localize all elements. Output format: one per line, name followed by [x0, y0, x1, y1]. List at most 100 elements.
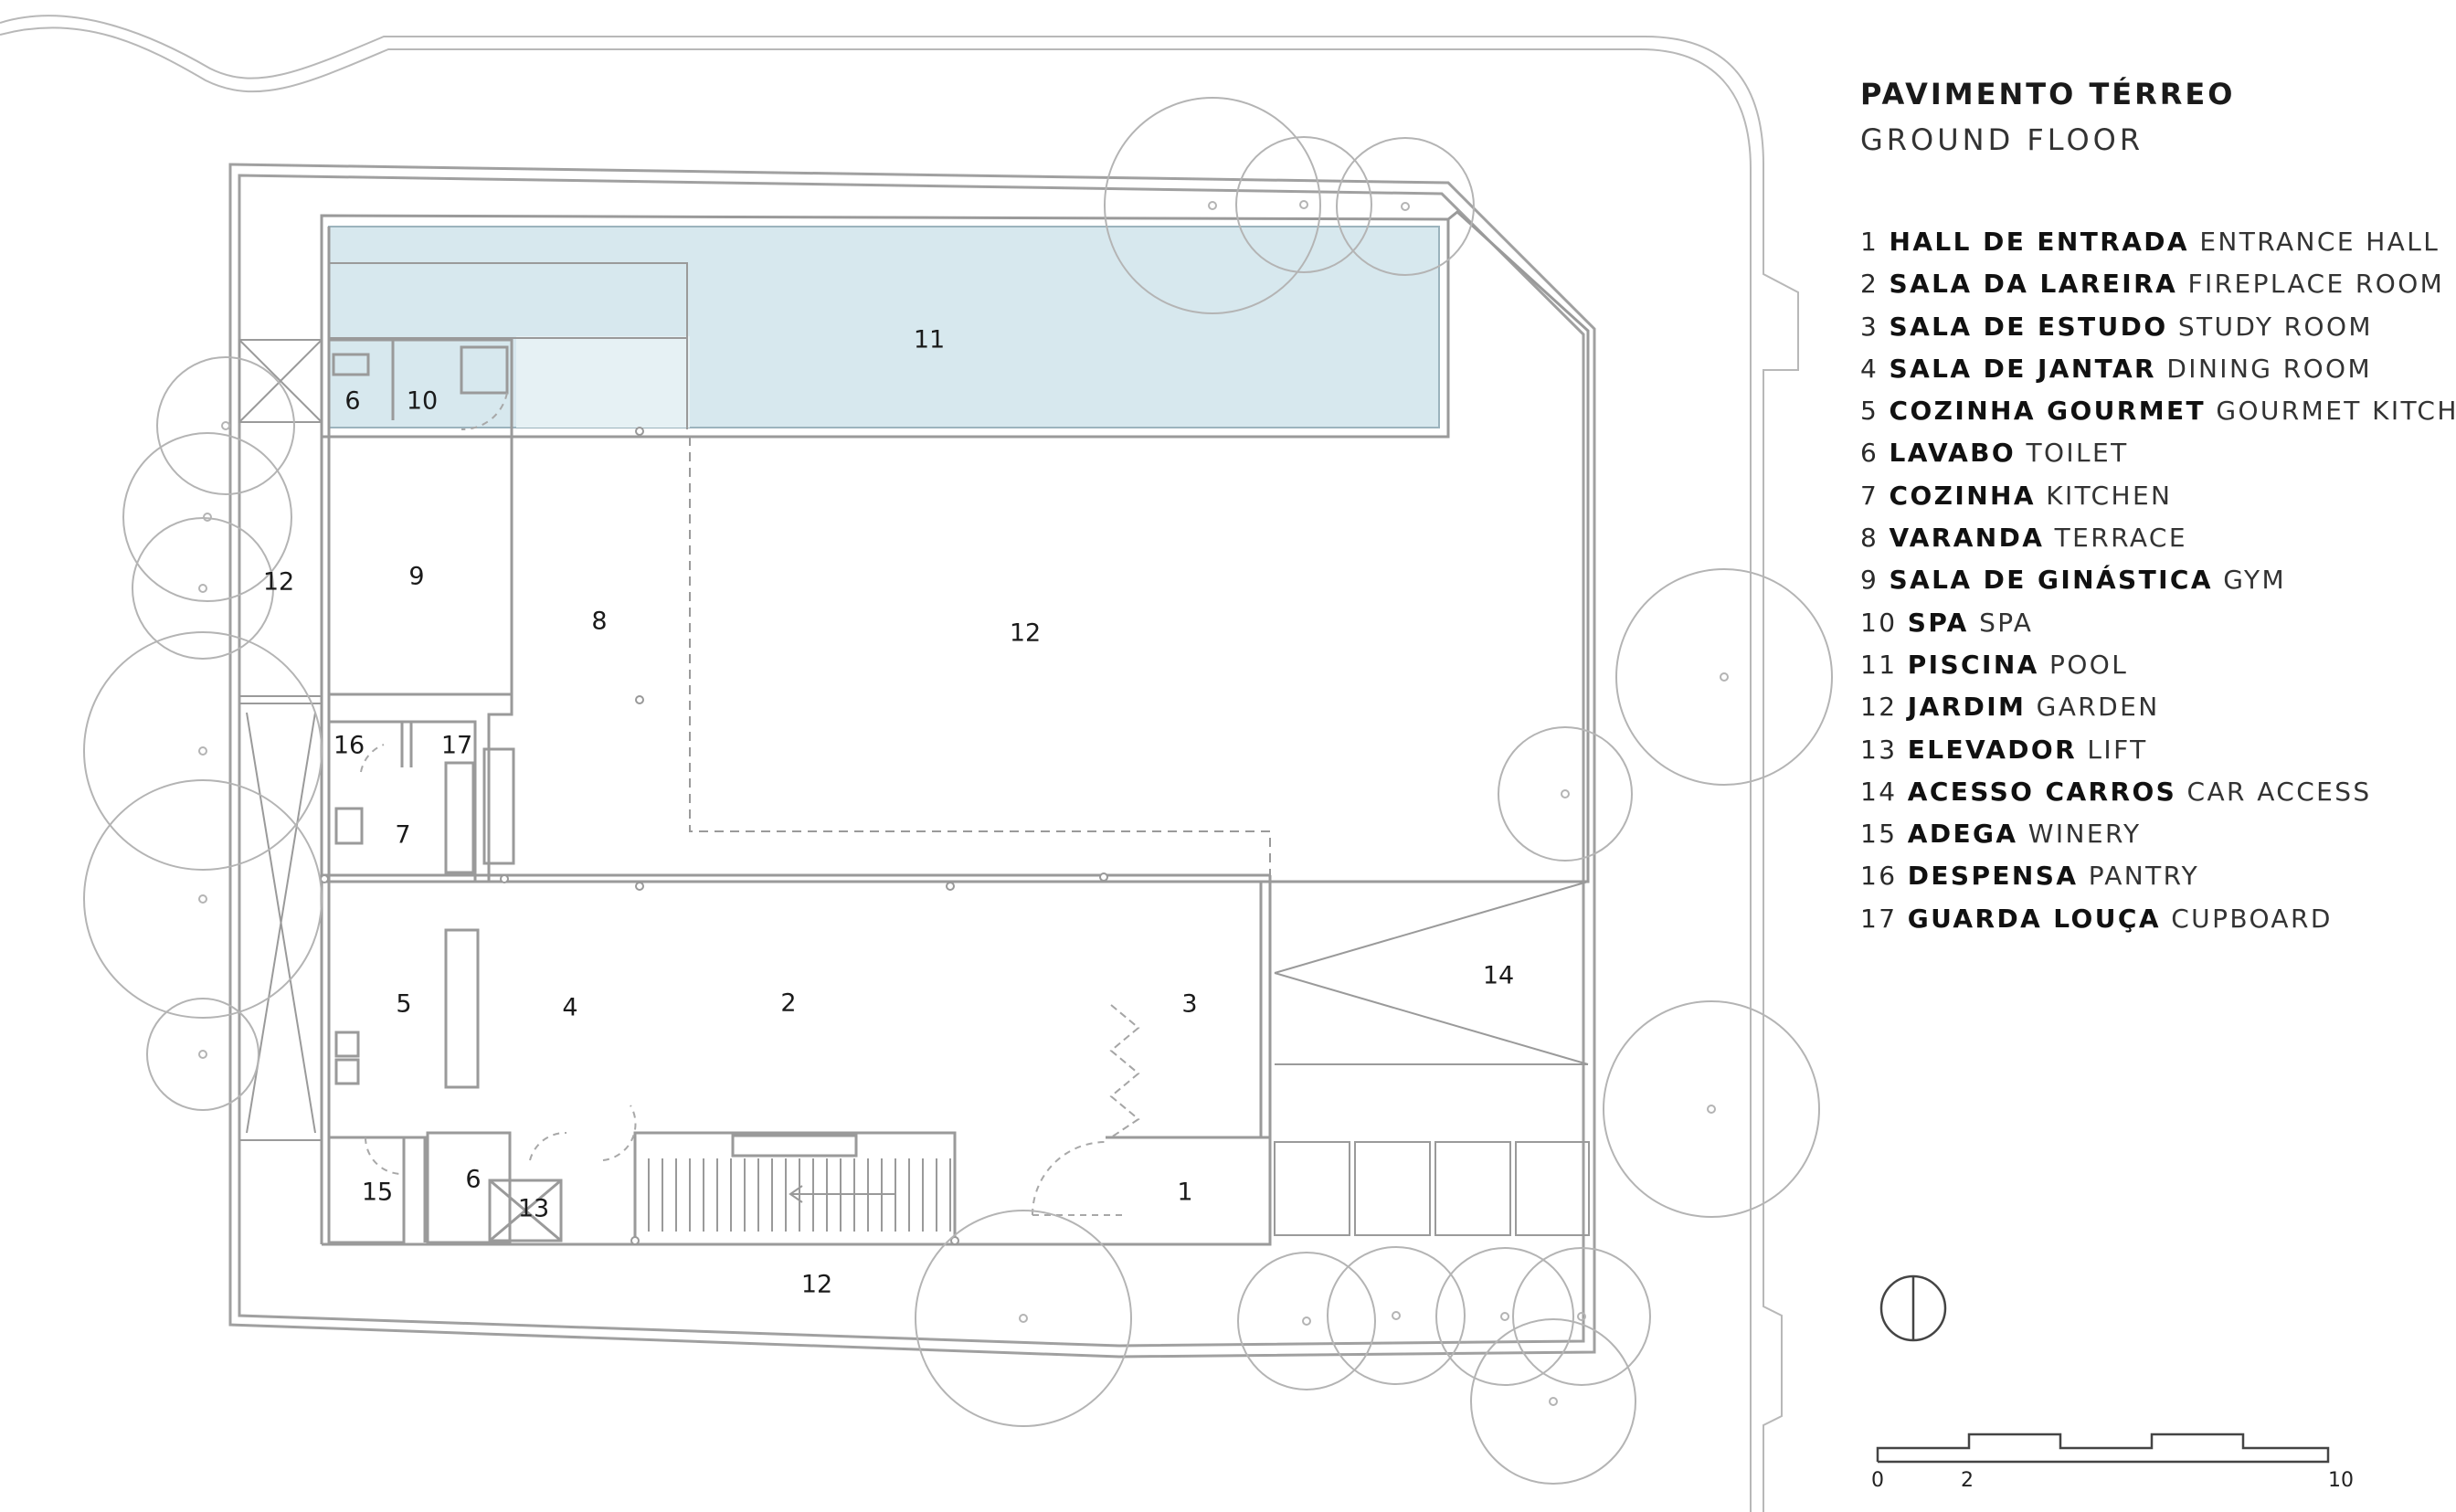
- label-wc-top: 6: [344, 387, 360, 416]
- legend-name-en: GYM: [2223, 565, 2287, 596]
- legend-name-pt: ADEGA: [1907, 819, 2018, 850]
- spa-door: [360, 392, 508, 773]
- door-swings: [365, 1105, 1122, 1216]
- legend-name-en: GARDEN: [2036, 692, 2160, 723]
- tree-canopy: [1327, 1246, 1466, 1385]
- pool: [328, 226, 1440, 428]
- legend-number: 10: [1860, 607, 1898, 638]
- legend-name-en: SPA: [1979, 607, 2034, 638]
- tree-canopy: [1336, 137, 1475, 276]
- legend-item: 13 ELEVADOR LIFT: [1860, 733, 2456, 775]
- legend-item: 1 HALL DE ENTRADA ENTRANCE HALL: [1860, 225, 2456, 267]
- trees: [83, 97, 1833, 1485]
- legend-name-pt: SPA: [1907, 607, 1969, 638]
- legend-number: 2: [1860, 269, 1879, 300]
- tree-canopy: [156, 356, 295, 495]
- legend-name-pt: DESPENSA: [1907, 861, 2079, 892]
- columns: [320, 427, 1108, 1245]
- tree-canopy: [1104, 97, 1321, 314]
- legend-number: 8: [1860, 523, 1879, 554]
- legend-name-pt: SALA DA LAREIRA: [1889, 269, 2178, 300]
- legend-item: 15 ADEGA WINERY: [1860, 817, 2456, 859]
- legend-item: 14 ACESSO CARROS CAR ACCESS: [1860, 775, 2456, 817]
- tree-trunk: [1549, 1397, 1558, 1406]
- legend-name-pt: ELEVADOR: [1907, 734, 2078, 765]
- tree-canopy: [915, 1210, 1132, 1427]
- label-garden-left: 12: [263, 568, 294, 597]
- scale-tick-2: 2: [1961, 1469, 1974, 1492]
- legend-item: 3 SALA DE ESTUDO STUDY ROOM: [1860, 310, 2456, 352]
- pool-shallow: [516, 336, 690, 428]
- label-dining: 4: [562, 994, 577, 1022]
- tree-trunk: [1302, 1316, 1311, 1326]
- column: [1099, 872, 1108, 882]
- legend-item: 4 SALA DE JANTAR DINING ROOM: [1860, 352, 2456, 394]
- tree-canopy: [132, 517, 274, 660]
- tree-canopy: [1435, 1247, 1574, 1386]
- column: [635, 695, 644, 704]
- tree-trunk: [1561, 789, 1570, 798]
- legend-name-pt: SALA DE ESTUDO: [1889, 311, 2168, 342]
- tree-trunk: [1208, 201, 1217, 210]
- tree-trunk: [198, 894, 207, 904]
- legend-name-en: LIFT: [2087, 734, 2148, 765]
- label-kitchen: 7: [395, 821, 410, 850]
- legend-name-pt: PISCINA: [1907, 649, 2039, 680]
- tree-trunk: [1392, 1311, 1401, 1320]
- tree-trunk: [221, 421, 230, 430]
- legend-name-pt: JARDIM: [1907, 692, 2027, 723]
- column: [946, 882, 955, 891]
- north-arrow: [1879, 1274, 1947, 1342]
- legend-name-en: STUDY ROOM: [2177, 311, 2373, 342]
- stair-arrow: [789, 1185, 895, 1203]
- lot-boundary: [0, 15, 1799, 1512]
- legend-number: 12: [1860, 692, 1898, 723]
- tree-canopy: [146, 998, 259, 1111]
- legend-item: 12 JARDIM GARDEN: [1860, 690, 2456, 732]
- legend-number: 16: [1860, 861, 1898, 892]
- legend-number: 13: [1860, 734, 1898, 765]
- scale-bar: [1876, 1433, 2330, 1464]
- label-winery: 15: [362, 1179, 393, 1207]
- column: [950, 1236, 959, 1245]
- tree-canopy: [1512, 1247, 1651, 1386]
- tree-trunk: [1500, 1312, 1509, 1321]
- tree-trunk: [203, 513, 212, 522]
- legend-name-en: DINING ROOM: [2166, 353, 2372, 384]
- legend-name-en: WINERY: [2027, 819, 2142, 850]
- column: [635, 427, 644, 436]
- legend-name-en: FIREPLACE ROOM: [2187, 269, 2445, 300]
- label-fireplace: 2: [780, 989, 796, 1018]
- label-cupboard: 17: [441, 732, 472, 760]
- column: [320, 874, 329, 883]
- tree-canopy: [1470, 1318, 1636, 1485]
- legend-number: 4: [1860, 353, 1879, 384]
- legend-number: 9: [1860, 565, 1879, 596]
- site-outline: [228, 163, 1596, 1359]
- label-garden-center: 12: [1010, 619, 1041, 648]
- legend-number: 15: [1860, 819, 1898, 850]
- legend-item: 6 LAVABO TOILET: [1860, 436, 2456, 478]
- tree-canopy: [122, 432, 292, 602]
- tree-canopy: [1237, 1252, 1376, 1390]
- label-wc-bottom: 6: [465, 1166, 481, 1194]
- legend-name-pt: GUARDA LOUÇA: [1907, 903, 2161, 934]
- label-lift: 13: [518, 1195, 549, 1223]
- tree-trunk: [1401, 202, 1410, 211]
- legend-item: 10 SPA SPA: [1860, 606, 2456, 648]
- legend-name-pt: COZINHA: [1889, 480, 2036, 511]
- plan-subtitle: GROUND FLOOR: [1860, 122, 2144, 157]
- tree-trunk: [1019, 1314, 1028, 1323]
- tree-trunk: [1720, 672, 1729, 682]
- legend-item: 11 PISCINA POOL: [1860, 648, 2456, 690]
- legend-name-pt: COZINHA GOURMET: [1889, 396, 2207, 427]
- tree-trunk: [1577, 1312, 1586, 1321]
- column: [635, 882, 644, 891]
- legend-number: 11: [1860, 649, 1898, 680]
- legend-item: 5 COZINHA GOURMET GOURMET KITCHEN: [1860, 394, 2456, 436]
- label-terrace: 8: [591, 608, 607, 636]
- room-labels: 11 6 10 12 9 8 12 16 17 7 5 4 2 3 14 15 …: [263, 326, 1514, 1299]
- legend-name-en: TOILET: [2026, 438, 2129, 469]
